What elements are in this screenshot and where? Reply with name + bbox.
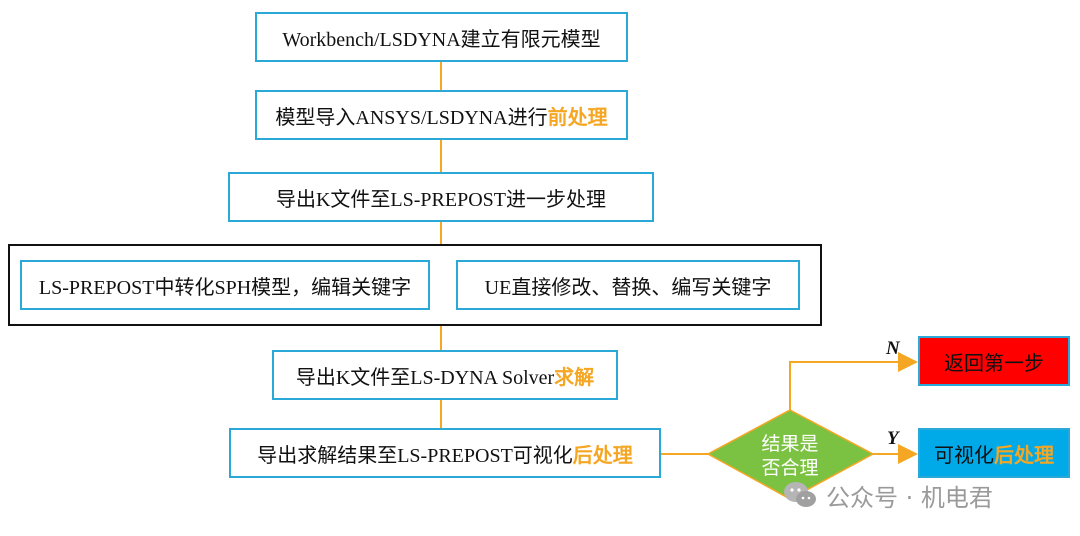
step-import-preprocess: 模型导入ANSYS/LSDYNA进行前处理	[255, 90, 628, 140]
step-export-k-prepost-text: 导出K文件至LS-PREPOST进一步处理	[275, 188, 607, 211]
branch-no-label: N	[886, 338, 900, 359]
step-export-k-prepost: 导出K文件至LS-PREPOST进一步处理	[228, 172, 654, 222]
step-export-postprocess-text: 导出求解结果至LS-PREPOST可视化	[257, 444, 573, 467]
watermark-text: 公众号 · 机电君	[826, 483, 993, 512]
keyword-edit-group	[8, 244, 822, 326]
step-export-postprocess: 导出求解结果至LS-PREPOST可视化后处理	[229, 428, 661, 478]
decision-line-2: 否合理	[761, 457, 819, 479]
step-ue-edit-text: UE直接修改、替换、编写关键字	[484, 276, 772, 299]
branch-no-text: 返回第一步	[944, 352, 1044, 375]
connector-no-branch	[789, 352, 918, 410]
decision-label: 结果是 否合理	[740, 432, 840, 480]
step-ue-edit: UE直接修改、替换、编写关键字	[456, 260, 800, 310]
wechat-icon	[784, 482, 816, 507]
watermark: 公众号 · 机电君	[782, 478, 993, 512]
branch-no-box: 返回第一步	[918, 336, 1070, 386]
step-build-fe-model: Workbench/LSDYNA建立有限元模型	[255, 12, 628, 62]
step-sph-convert-text: LS-PREPOST中转化SPH模型，编辑关键字	[38, 276, 412, 299]
branch-yes-text: 可视化	[934, 444, 994, 467]
branch-yes-highlight: 后处理	[994, 444, 1054, 467]
branch-yes-box: 可视化后处理	[918, 428, 1070, 478]
step-sph-convert: LS-PREPOST中转化SPH模型，编辑关键字	[20, 260, 430, 310]
step-build-fe-model-text: Workbench/LSDYNA建立有限元模型	[282, 28, 601, 51]
branch-yes-label: Y	[887, 428, 899, 449]
step-solve-highlight: 求解	[554, 366, 595, 389]
decision-line-1: 结果是	[761, 433, 819, 455]
step-import-preprocess-highlight: 前处理	[547, 106, 608, 129]
step-export-postprocess-highlight: 后处理	[572, 444, 633, 467]
step-solve-text: 导出K文件至LS-DYNA Solver	[295, 366, 555, 389]
step-import-preprocess-text: 模型导入ANSYS/LSDYNA进行	[275, 106, 548, 129]
